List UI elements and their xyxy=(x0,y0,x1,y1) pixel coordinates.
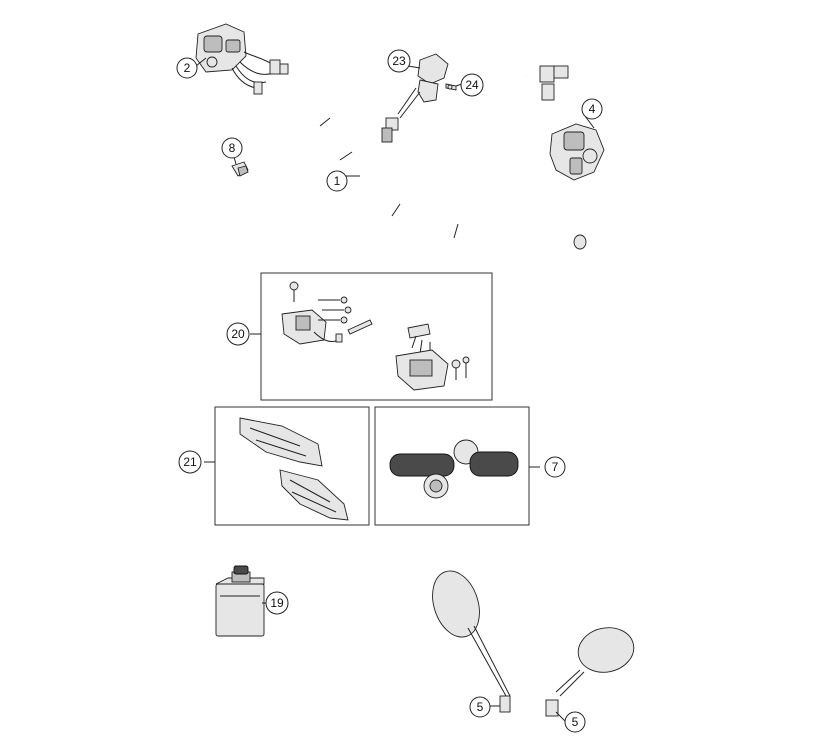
callout-19: 19 xyxy=(265,591,289,615)
svg-text:5: 5 xyxy=(572,715,579,729)
leader-lines xyxy=(195,57,595,723)
callout-5-left: 5 xyxy=(469,696,491,718)
svg-text:8: 8 xyxy=(229,141,236,155)
throttle-assembly-part xyxy=(381,53,457,143)
svg-text:5: 5 xyxy=(477,700,484,714)
grips-box xyxy=(374,406,540,526)
mounting-kit-box xyxy=(250,272,493,401)
svg-text:2: 2 xyxy=(184,61,191,75)
svg-text:21: 21 xyxy=(183,455,197,469)
callout-8: 8 xyxy=(221,137,243,159)
svg-text:24: 24 xyxy=(465,78,479,92)
callout-2: 2 xyxy=(176,57,198,79)
svg-text:1: 1 xyxy=(334,174,341,188)
svg-text:20: 20 xyxy=(231,327,245,341)
callout-23: 23 xyxy=(387,49,411,73)
svg-text:19: 19 xyxy=(270,596,284,610)
handlebar-part xyxy=(272,89,587,250)
callout-21: 21 xyxy=(178,450,202,474)
callout-4: 4 xyxy=(581,98,603,120)
left-mirror-part xyxy=(432,570,511,713)
callout-1: 1 xyxy=(326,170,348,192)
hand-guards-box xyxy=(204,406,370,526)
svg-text:7: 7 xyxy=(552,460,559,474)
right-mirror-part xyxy=(545,627,635,717)
left-switch-part xyxy=(195,23,289,95)
oil-bottle-part xyxy=(215,565,265,637)
clip-part xyxy=(231,161,249,177)
right-switch-part xyxy=(508,65,605,181)
callout-7: 7 xyxy=(544,456,566,478)
callout-24: 24 xyxy=(460,73,484,97)
callout-20: 20 xyxy=(226,322,250,346)
callout-5-right: 5 xyxy=(564,711,586,733)
svg-text:4: 4 xyxy=(589,102,596,116)
svg-text:23: 23 xyxy=(392,54,406,68)
